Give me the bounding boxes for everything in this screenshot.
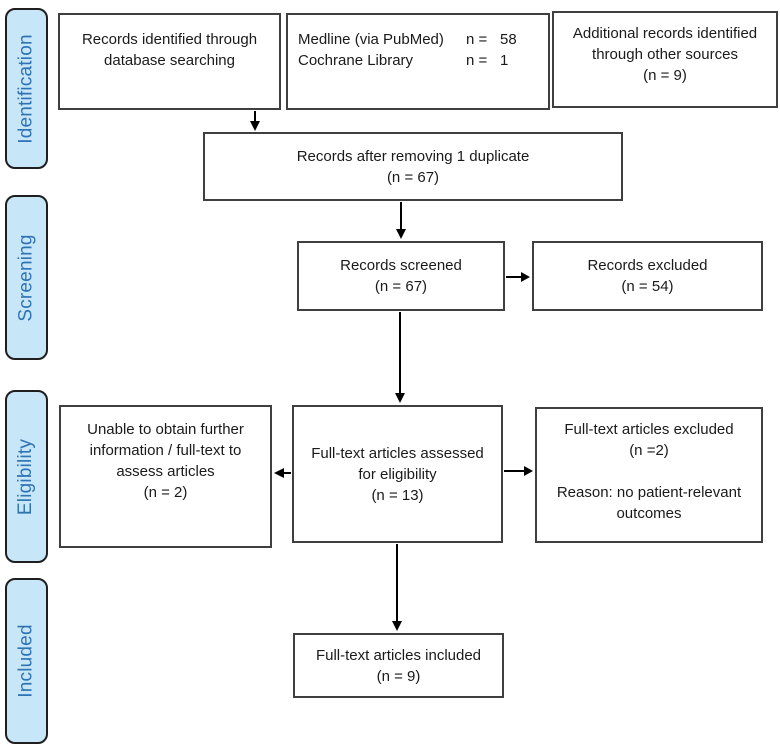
box-unable-to-obtain-text: Unable to obtain further information / f… [87, 421, 244, 501]
arrow-identified-to-duplicates [250, 111, 260, 131]
box-additional-records-text: Additional records identified through ot… [572, 25, 758, 84]
arrow-assessed-to-fulltext-excluded [504, 466, 533, 476]
box-after-duplicates-text: Records after removing 1 duplicate (n = … [296, 147, 530, 186]
source-row-label: Medline (via PubMed) [298, 31, 444, 48]
arrow-assessed-to-included [392, 544, 402, 631]
box-records-identified: Records identified through database sear… [58, 13, 281, 110]
stage-screening: Screening [5, 195, 48, 360]
source-row-label: Cochrane Library [298, 52, 414, 69]
source-row-value: 58 [500, 31, 517, 48]
stage-eligibility-label: Eligibility [15, 438, 37, 515]
arrow-assessed-to-unable [274, 468, 291, 478]
box-fulltext-excluded: Full-text articles excluded (n =2) Reaso… [535, 407, 763, 543]
box-unable-to-obtain: Unable to obtain further information / f… [59, 405, 272, 548]
stage-screening-label: Screening [15, 233, 37, 322]
stage-included: Included [5, 578, 48, 744]
stage-included-label: Included [15, 624, 37, 698]
box-fulltext-excluded-text: Full-text articles excluded (n =2) Reaso… [556, 421, 742, 522]
stage-identification: Identification [5, 8, 48, 169]
arrow-duplicates-to-screened [396, 202, 406, 239]
box-fulltext-included: Full-text articles included (n = 9) [293, 633, 504, 698]
source-row-n: n = [466, 31, 488, 48]
source-row-n: n = [466, 52, 488, 69]
box-database-sources: Medline (via PubMed) n = 58 Cochrane Lib… [286, 13, 550, 110]
source-row-value: 1 [500, 52, 509, 69]
stage-identification-label: Identification [15, 33, 37, 144]
box-after-duplicates: Records after removing 1 duplicate (n = … [203, 132, 623, 201]
arrow-screened-to-assessed [395, 312, 405, 403]
box-records-identified-text: Records identified through database sear… [81, 31, 258, 69]
box-records-excluded: Records excluded (n = 54) [532, 241, 763, 311]
box-fulltext-assessed: Full-text articles assessed for eligibil… [292, 405, 503, 543]
box-records-screened-text: Records screened (n = 67) [340, 257, 462, 295]
arrow-screened-to-excluded [506, 272, 530, 282]
box-records-excluded-text: Records excluded (n = 54) [587, 257, 708, 295]
stage-eligibility: Eligibility [5, 390, 48, 563]
box-records-screened: Records screened (n = 67) [297, 241, 505, 311]
database-sources-table: Medline (via PubMed) n = 58 Cochrane Lib… [288, 15, 548, 71]
box-additional-records: Additional records identified through ot… [552, 11, 778, 108]
box-fulltext-included-text: Full-text articles included (n = 9) [315, 646, 482, 685]
box-fulltext-assessed-text: Full-text articles assessed for eligibil… [311, 444, 484, 504]
